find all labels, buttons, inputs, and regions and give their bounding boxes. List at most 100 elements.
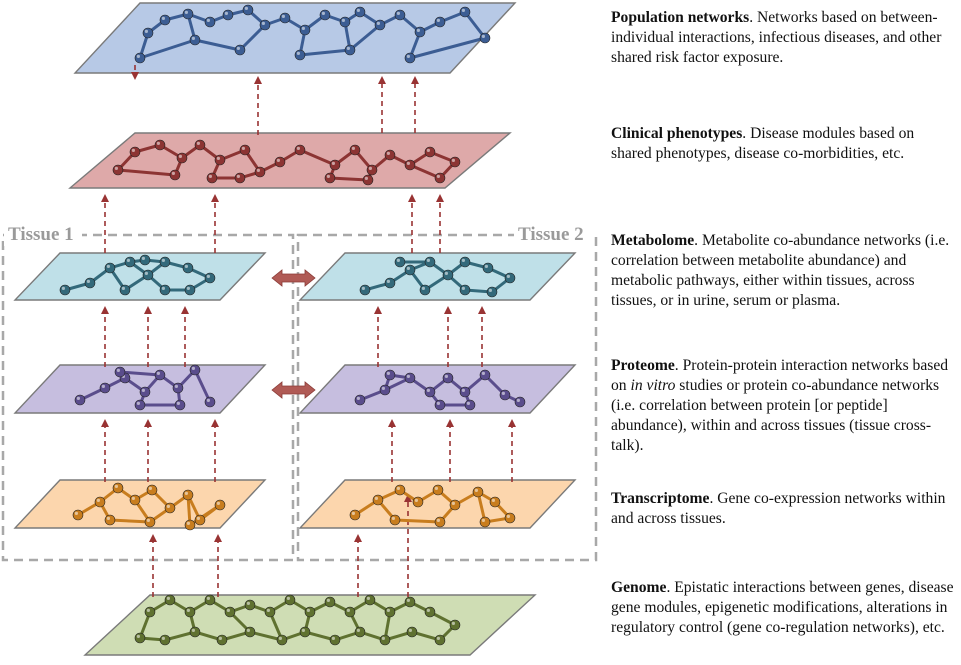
node-highlight [461,258,465,262]
node-highlight [301,628,305,633]
desc-proteome-text-b: studies or protein co-abundance networks… [611,377,940,454]
node-highlight [396,11,400,15]
node-highlight [206,398,210,402]
node-highlight [256,168,260,172]
node-highlight [356,628,360,633]
tissue-1-label: Tissue 1 [8,224,74,245]
network-edge [408,36,487,60]
node-highlight [156,371,160,375]
node-highlight [416,28,420,32]
network-edge [298,148,337,167]
node-highlight [406,161,410,165]
network-node [479,516,491,528]
desc-transcriptome: Transcriptome. Gene co-expression networ… [611,489,956,529]
node-highlight [436,18,440,22]
desc-population-title: Population networks [611,9,750,26]
network-node [442,269,454,281]
network-node [364,594,376,606]
node-highlight [426,258,430,262]
node-highlight [176,401,180,405]
node-highlight [506,514,510,519]
network-node [479,369,491,381]
network-node [504,272,516,284]
desc-population: Population networks. Networks based on b… [611,8,956,68]
network-node [294,49,306,61]
node-highlight [474,488,478,492]
node-highlight [306,608,310,613]
node-highlight [218,636,222,641]
desc-metabolome: Metabolome. Metabolite co-abundance netw… [611,231,956,311]
network-edge [138,38,197,60]
node-highlight [426,608,430,613]
network-node [374,19,386,31]
node-highlight [451,501,455,505]
network-node [159,14,171,26]
multi-omics-network-diagram: Tissue 1 Tissue 2 [1,2,598,656]
node-highlight [381,636,385,641]
node-highlight [488,288,492,292]
network-node [214,499,226,511]
network-node [224,606,236,618]
node-highlight [86,279,90,283]
network-node [184,284,196,296]
desc-genome: Genome. Epistatic interactions between g… [611,578,956,638]
node-highlight [186,608,190,613]
network-node [112,164,124,176]
node-highlight [296,146,300,150]
network-node [404,372,416,384]
node-highlight [161,286,165,290]
network-node [134,632,146,644]
node-highlight [101,384,105,388]
network-node [299,626,311,638]
node-highlight [136,401,140,405]
desc-clinical: Clinical phenotypes. Disease modules bas… [611,124,956,164]
node-highlight [346,608,350,613]
node-highlight [386,371,390,375]
network-edge [298,48,352,57]
node-highlight [356,8,360,12]
node-highlight [451,158,455,162]
desc-proteome-text-a: . Protein-protein interaction networks b… [611,357,949,394]
network-node [499,389,511,401]
network-node [414,26,426,38]
network-node [412,496,424,508]
network-node [486,286,498,298]
network-node [349,509,361,521]
node-highlight [391,516,395,521]
node-highlight [61,286,65,290]
network-node [449,499,461,511]
node-highlight [346,46,350,51]
network-node [459,6,471,18]
node-highlight [331,161,335,165]
node-highlight [186,521,190,526]
node-highlight [481,371,485,375]
network-node [424,146,436,158]
metabolome-network-tissue-1 [59,254,216,296]
network-node [234,44,246,56]
node-highlight [266,608,270,613]
desc-proteome: Proteome. Protein-protein interaction ne… [611,356,956,456]
network-node [354,626,366,638]
node-highlight [406,598,410,603]
network-node [304,606,316,618]
network-node [129,494,141,506]
desc-metabolome-text: . Metabolite co-abundance networks (i.e.… [611,232,950,309]
network-node [379,634,391,646]
network-node [204,272,216,284]
node-highlight [341,18,345,22]
node-highlight [436,636,440,641]
node-highlight [184,264,188,268]
network-node [214,154,226,166]
network-node [154,139,166,151]
node-highlight [114,484,118,488]
node-highlight [326,598,330,603]
node-highlight [186,286,190,290]
node-highlight [156,141,160,145]
node-highlight [408,628,412,633]
node-highlight [236,46,240,51]
node-highlight [216,156,220,160]
network-node [299,24,311,36]
network-node [99,382,111,394]
clinical-network [112,139,461,186]
node-highlight [74,511,78,515]
